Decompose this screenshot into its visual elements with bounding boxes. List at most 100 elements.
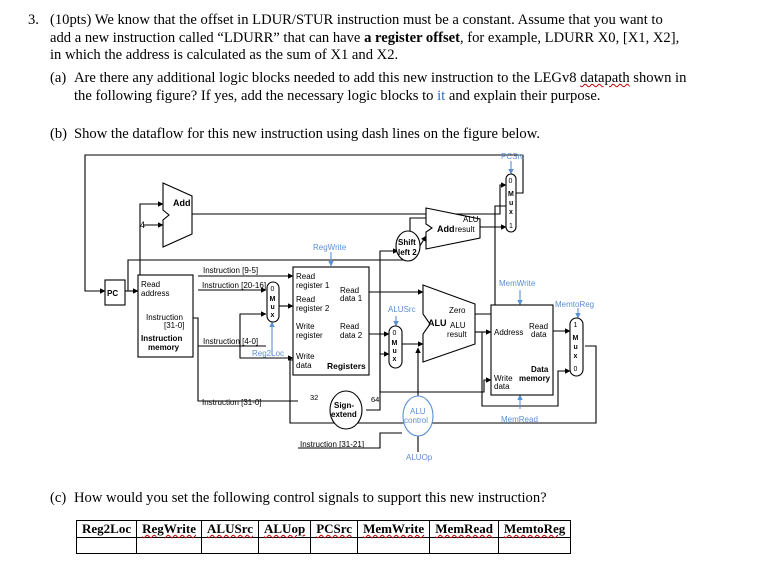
legv8-datapath-diagram: Add 4 Add ALU result Shift left 2 PCSrc … — [84, 152, 597, 462]
bits-32: 32 — [310, 393, 318, 402]
alusrc-mux-x: x — [393, 356, 397, 363]
instr-20-16-label: Instruction [20-16] — [202, 281, 266, 290]
aluop-label: ALUOp — [406, 453, 433, 462]
question-line-2-bold: a register offset — [364, 29, 460, 46]
pcsrc-mux-m: M — [508, 191, 514, 198]
alusrc-mux — [388, 325, 403, 369]
rr1-b: register 1 — [296, 281, 330, 290]
wr-a: Write — [296, 322, 315, 331]
part-b: (b)Show the dataflow for this new instru… — [50, 126, 760, 144]
header-memwrite: MemWrite — [357, 520, 431, 538]
answer-pcsrc[interactable] — [310, 537, 359, 554]
question-line-2-pre: add a new instruction called “LDURR” tha… — [50, 29, 365, 46]
shift-label-1: Shift — [398, 238, 416, 247]
alu-result-1: ALU — [450, 321, 466, 330]
registers-title: Registers — [327, 361, 366, 371]
part-a-it-word: it — [437, 87, 446, 104]
header-memtoreg: MemtoReg — [497, 520, 572, 538]
header-regwrite: RegWrite — [136, 520, 203, 538]
question-line-2: add a new instruction called “LDURR” tha… — [50, 30, 758, 48]
pcsrc-mux-x: x — [509, 209, 513, 216]
write-data-2: data — [494, 382, 510, 391]
alu-label: ALU — [428, 318, 447, 328]
question-number: 3. — [28, 12, 39, 28]
alu-control-2: control — [404, 416, 428, 425]
alusrc-mux-m: M — [392, 340, 398, 347]
reg2loc-mux-u: u — [271, 304, 275, 311]
alu-control-1: ALU — [410, 407, 426, 416]
header-reg2loc: Reg2Loc — [75, 520, 138, 538]
alu-result-2: result — [447, 330, 467, 339]
branch-adder — [425, 207, 481, 250]
rd1-b: data 1 — [340, 294, 363, 303]
answer-aluop[interactable] — [257, 537, 312, 554]
memtoreg-mux-m: M — [573, 335, 579, 342]
read-data-2: data — [531, 330, 547, 339]
imem-read-1: Read — [141, 280, 160, 289]
part-a-label: (a) — [50, 70, 67, 86]
reg2loc-mux — [266, 281, 280, 323]
wd-b: data — [296, 361, 312, 370]
rr2-b: register 2 — [296, 304, 330, 313]
reg2loc-label: Reg2Loc — [252, 349, 284, 358]
instruction-memory — [137, 274, 194, 358]
part-a-line1-pre: Are there any additional logic blocks ne… — [74, 70, 581, 86]
answer-memread[interactable] — [429, 537, 499, 554]
branch-alu-label: ALU — [463, 215, 479, 224]
part-c-label: (c) — [50, 490, 67, 506]
instr-4-0-label: Instruction [4-0] — [203, 337, 258, 346]
pcsrc-mux-zero: 0 — [509, 178, 513, 185]
imem-read-2: address — [141, 289, 169, 298]
rd1-a: Read — [340, 286, 359, 295]
answer-reg2loc[interactable] — [75, 537, 138, 554]
memtoreg-mux — [569, 317, 584, 377]
memtoreg-mux-zero: 0 — [574, 366, 578, 373]
control-table-header-row: Reg2Loc RegWrite ALUSrc ALUop PCSrc MemW… — [75, 520, 572, 538]
sign-extend-1: Sign- — [334, 401, 354, 410]
part-c-text: How would you set the following control … — [74, 490, 547, 506]
read-data-1: Read — [529, 322, 548, 331]
write-data-1: Write — [494, 374, 513, 383]
rr2-a: Read — [296, 295, 315, 304]
wr-b: register — [296, 331, 323, 340]
rr1-a: Read — [296, 272, 315, 281]
instr-9-5-label: Instruction [9-5] — [203, 266, 258, 275]
branch-adder-label: Add — [437, 224, 455, 234]
data-mem-2: memory — [519, 374, 551, 383]
answer-alusrc[interactable] — [201, 537, 259, 554]
reg2loc-mux-x: x — [271, 312, 275, 319]
pcsrc-label: PCSrc — [501, 152, 524, 161]
question-line-2-post: , for example, LDURR X0, [X1, X2], — [459, 29, 680, 46]
reg2loc-mux-zero: 0 — [271, 286, 275, 293]
shift-label-2: left 2 — [398, 248, 417, 257]
rd2-a: Read — [340, 322, 359, 331]
regwrite-label: RegWrite — [313, 243, 347, 252]
pc-register — [104, 279, 126, 306]
pc-adder-label: Add — [173, 198, 191, 208]
imem-instr-2: [31-0] — [164, 321, 184, 330]
register-file — [292, 266, 370, 376]
control-table-answer-row — [75, 537, 572, 554]
part-a-line1-post: shown in — [629, 70, 687, 86]
part-b-text: Show the dataflow for this new instructi… — [74, 126, 540, 142]
pcsrc-mux-one: 1 — [509, 223, 513, 230]
imem-title-1: Instruction — [141, 334, 182, 343]
part-a: (a) Are there any additional logic blocks… — [50, 70, 760, 105]
imem-instr-1: Instruction — [146, 313, 183, 322]
memtoreg-mux-x: x — [574, 353, 578, 360]
part-a-line2-pre: the following figure? If yes, add the ne… — [74, 87, 438, 104]
part-a-datapath-word: datapath — [580, 70, 630, 86]
alusrc-label: ALUSrc — [388, 305, 416, 314]
alu-control — [402, 395, 434, 437]
part-c: (c) How would you set the following contr… — [50, 490, 760, 508]
answer-regwrite[interactable] — [136, 537, 203, 554]
answer-memwrite[interactable] — [357, 537, 431, 554]
control-signal-table: Reg2Loc RegWrite ALUSrc ALUop PCSrc MemW… — [75, 520, 572, 554]
data-mem-1: Data — [531, 365, 549, 374]
question-line-3: in which the address is calculated as th… — [50, 47, 399, 64]
answer-memtoreg[interactable] — [497, 537, 572, 554]
shift-left-2 — [395, 230, 421, 262]
imem-title-2: memory — [148, 343, 180, 352]
alusrc-mux-u: u — [393, 348, 397, 355]
instr-31-21-label: Instruction [31-21] — [300, 440, 364, 449]
